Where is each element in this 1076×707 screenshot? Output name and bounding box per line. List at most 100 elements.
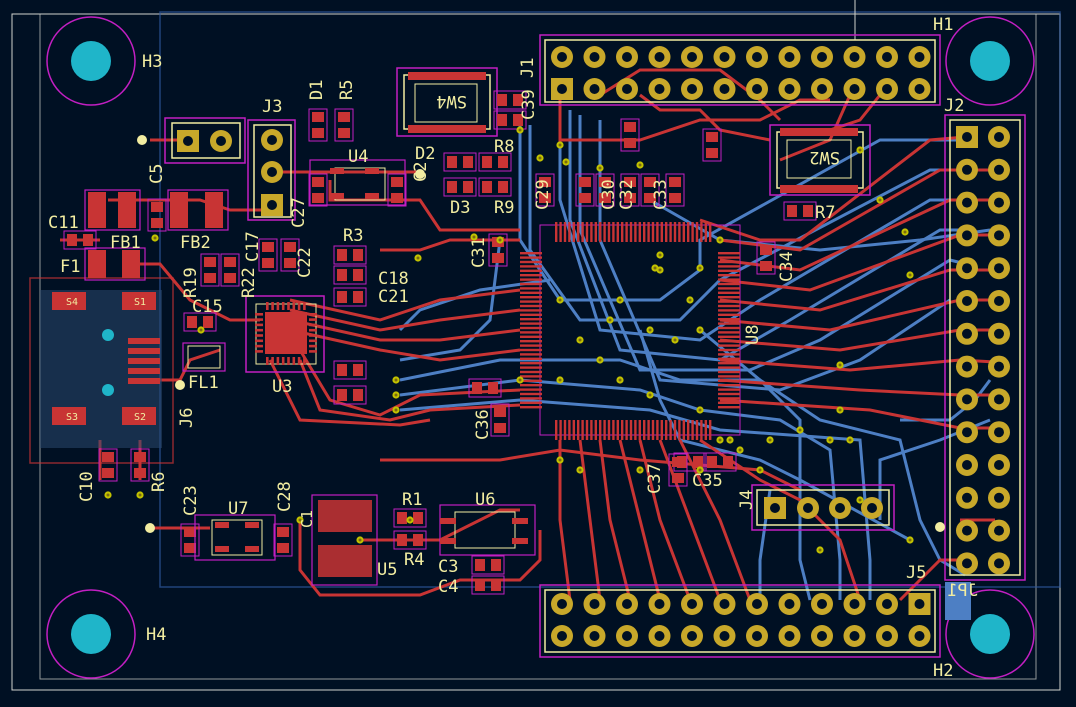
passive-footprint[interactable] [478,152,512,172]
passive-footprint[interactable] [387,173,407,207]
pin-drill [994,558,1004,569]
passive-footprint[interactable] [471,555,505,575]
passive-footprint[interactable] [130,448,150,482]
passive-footprint[interactable] [620,118,640,152]
label-s2: S2 [134,412,146,423]
pad [693,456,703,468]
courtyard [702,128,722,162]
courtyard [180,523,200,557]
passive-footprint[interactable] [333,360,367,380]
passive-footprint[interactable] [280,238,300,272]
courtyard [488,233,508,267]
ic-pad [612,420,615,440]
passive-footprint[interactable] [273,523,293,557]
passive-footprint[interactable] [620,173,640,207]
passive-footprint[interactable] [468,378,502,398]
label-j5: J5 [906,563,926,583]
pin-drill [882,631,892,641]
mounting-hole-h4[interactable] [46,589,136,679]
ic-u7[interactable] [194,514,276,561]
passive-footprint[interactable] [535,173,555,207]
test-point[interactable] [145,523,155,533]
passive-footprint[interactable] [668,453,688,487]
passive-footprint[interactable] [333,265,367,285]
passive-footprint[interactable] [702,128,722,162]
passive-footprint[interactable] [200,253,220,287]
pad [706,132,718,142]
passive-footprint[interactable] [333,245,367,265]
connector-j5[interactable] [539,584,941,658]
jumper-jp1[interactable] [945,582,971,620]
via-drill [673,338,677,342]
passive-footprint[interactable] [308,173,328,207]
pin-drill [784,52,795,62]
mounting-hole-h1[interactable] [945,16,1035,106]
passive-footprint[interactable] [393,530,427,550]
test-point[interactable] [935,522,945,532]
connector-p1[interactable] [137,117,246,164]
passive-footprint[interactable] [478,177,512,197]
ic-pad [255,344,263,348]
passive-footprint[interactable] [63,230,97,250]
ic-pad [682,420,685,440]
ic-u5[interactable] [311,494,378,586]
ic-pad [704,420,707,440]
fuse-f1[interactable] [84,247,146,281]
connector-j4[interactable] [751,484,895,531]
card-holder-j6[interactable] [29,277,174,464]
passive-footprint[interactable] [147,198,167,232]
passive-footprint[interactable] [640,173,660,207]
ic-pad [520,318,542,321]
passive-footprint[interactable] [258,238,278,272]
courtyard [756,241,776,275]
test-point[interactable] [175,380,185,390]
mounting-hole-h2[interactable] [945,589,1035,679]
via-drill [858,148,862,152]
ic-pad [718,291,740,294]
courtyard [333,385,367,405]
ferrite-fb1[interactable] [84,189,141,231]
connector-j2[interactable] [944,114,1026,581]
passive-footprint[interactable] [471,575,505,595]
connector-j3[interactable] [247,119,296,221]
passive-footprint[interactable] [334,108,354,142]
test-point[interactable] [415,169,425,179]
passive-footprint[interactable] [493,90,527,110]
pin-drill [784,84,795,94]
passive-footprint[interactable] [98,448,118,482]
courtyard [703,452,737,472]
passive-footprint[interactable] [393,508,427,528]
passive-footprint[interactable] [756,241,776,275]
passive-footprint[interactable] [783,201,817,221]
ic-pad [520,278,542,281]
passive-footprint[interactable] [333,385,367,405]
switch-sw4[interactable] [396,67,498,137]
ic-u4[interactable] [309,159,406,206]
passive-footprint[interactable] [443,177,477,197]
label-s1: S1 [134,297,146,308]
passive-footprint[interactable] [490,403,510,437]
pin-drill [622,631,632,641]
switch-sw2[interactable] [769,124,871,196]
passive-footprint[interactable] [220,253,240,287]
ic-pad [625,222,628,242]
passive-footprint[interactable] [703,452,737,472]
mcu-u8[interactable] [520,222,741,440]
passive-footprint[interactable] [333,287,367,307]
passive-footprint[interactable] [595,173,615,207]
passive-footprint[interactable] [575,173,595,207]
filter-fl1[interactable] [182,342,226,372]
connector-j1[interactable] [539,34,941,106]
mounting-hole-h3[interactable] [46,16,136,106]
passive-footprint[interactable] [493,110,527,130]
ic-u3[interactable] [245,295,325,373]
passive-footprint[interactable] [443,152,477,172]
passive-footprint[interactable] [665,173,685,207]
ic-u6[interactable] [439,504,536,556]
passive-footprint[interactable] [180,523,200,557]
label-d1: D1 [307,80,327,100]
ferrite-fb2[interactable] [167,189,229,231]
passive-footprint[interactable] [308,108,328,142]
